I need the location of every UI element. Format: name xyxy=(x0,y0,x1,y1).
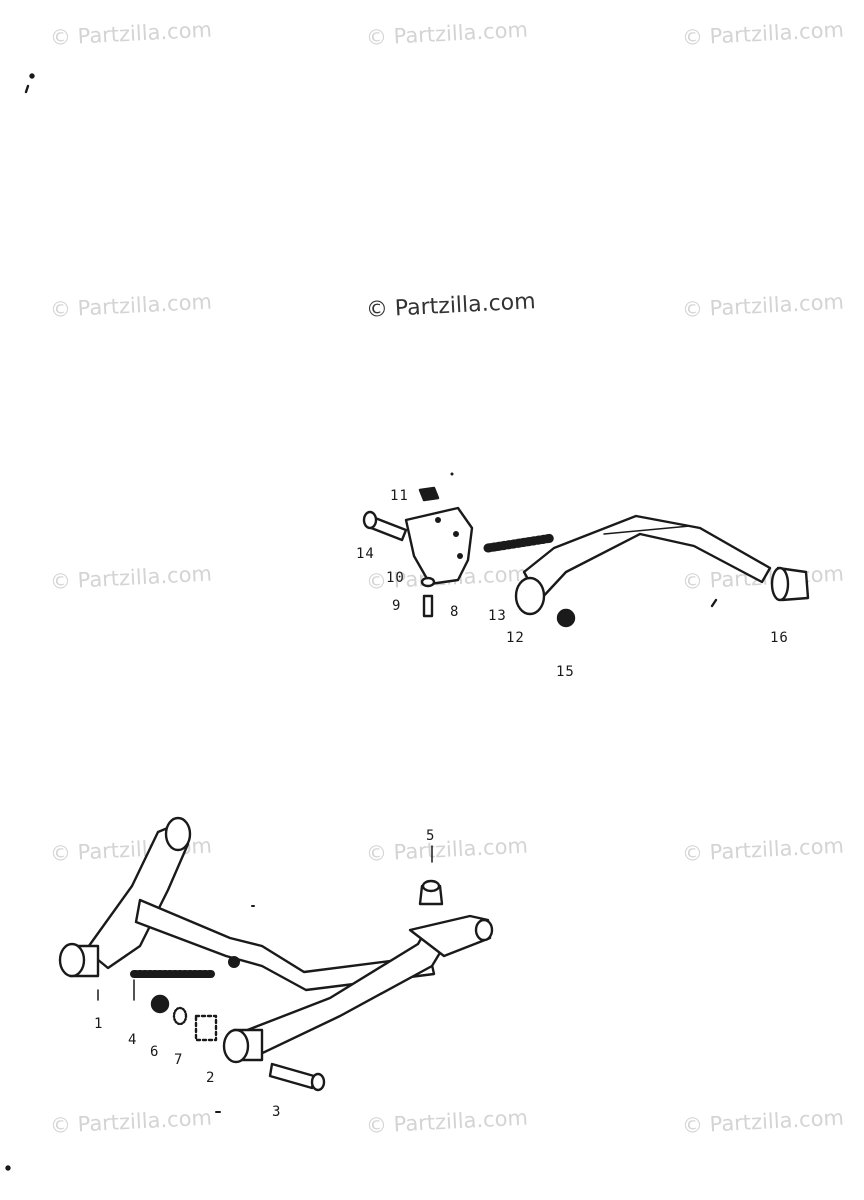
stand-foot-right xyxy=(222,1028,264,1064)
stopper-part-6 xyxy=(150,994,170,1014)
speck xyxy=(5,1165,11,1171)
collar-part-2 xyxy=(194,1014,218,1042)
stand-foot-left xyxy=(58,942,100,978)
lower-assembly xyxy=(58,816,494,1113)
callout-14: 14 xyxy=(356,546,375,562)
cap-part-5 xyxy=(418,879,444,906)
bolt-part-14 xyxy=(362,510,408,542)
nut-part-15 xyxy=(556,608,576,628)
callout-16: 16 xyxy=(770,630,789,646)
speck xyxy=(24,84,30,94)
callout-5: 5 xyxy=(426,828,436,844)
pin-part-9 xyxy=(422,594,434,618)
brake-pedal-arm xyxy=(522,514,772,602)
bolt-part-3 xyxy=(268,1062,326,1092)
callout-13: 13 xyxy=(488,608,507,624)
nut-part-11 xyxy=(418,486,440,502)
stand-leg-mount xyxy=(164,816,192,852)
callout-1: 1 xyxy=(94,1016,104,1032)
upper-assembly xyxy=(362,472,810,628)
spring-part-13 xyxy=(483,533,557,553)
washer-part-7 xyxy=(172,1006,188,1026)
pedal-rubber-part-16 xyxy=(770,566,810,602)
callout-11: 11 xyxy=(390,488,409,504)
callout-15: 15 xyxy=(556,664,575,680)
bracket xyxy=(404,506,474,586)
stand-cross-tube xyxy=(134,898,436,992)
callout-10: 10 xyxy=(386,570,405,586)
callout-4: 4 xyxy=(128,1032,138,1048)
callout-8: 8 xyxy=(450,604,460,620)
callout-12: 12 xyxy=(506,630,525,646)
pedal-pivot-boss xyxy=(514,576,546,616)
washer-part-10 xyxy=(420,576,436,588)
callout-6: 6 xyxy=(150,1044,160,1060)
callout-9: 9 xyxy=(392,598,402,614)
callout-7: 7 xyxy=(174,1052,184,1068)
speck xyxy=(29,73,35,79)
callout-3: 3 xyxy=(272,1104,282,1120)
callout-2: 2 xyxy=(206,1070,216,1086)
